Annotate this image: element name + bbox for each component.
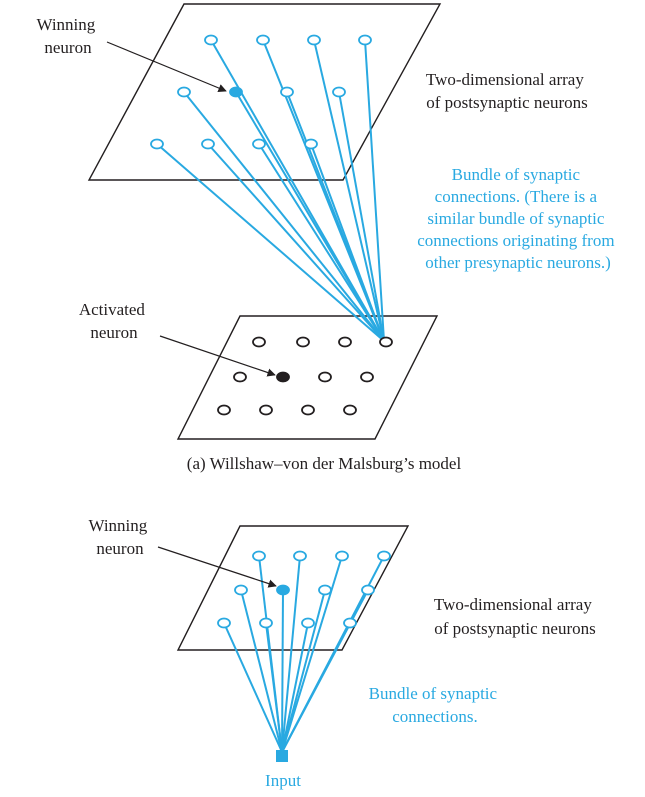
postsynaptic-neurons-a	[150, 34, 372, 150]
presynaptic-neurons-a	[217, 336, 393, 416]
synaptic-connection	[338, 91, 385, 342]
postsynaptic-neuron	[301, 617, 315, 629]
synaptic-connection	[240, 589, 283, 753]
postsynaptic-neurons-b	[217, 550, 391, 629]
postsynaptic-neuron	[377, 550, 391, 562]
synaptic-connection	[156, 143, 385, 342]
postsynaptic-array-label-b: Two-dimensional array of postsynaptic ne…	[434, 595, 596, 638]
winning-neuron-label-b: Winning neuron	[88, 516, 151, 558]
postsynaptic-neuron	[204, 34, 218, 46]
postsynaptic-neuron	[259, 617, 273, 629]
synaptic-connection	[313, 39, 385, 342]
postsynaptic-neuron	[335, 550, 349, 562]
postsynaptic-neuron	[307, 34, 321, 46]
synaptic-connection	[265, 622, 283, 753]
synaptic-connection	[310, 143, 385, 342]
postsynaptic-neuron	[252, 138, 266, 150]
presynaptic-neuron	[301, 404, 315, 416]
synaptic-bundle-a	[156, 39, 385, 342]
synaptic-connection	[258, 143, 385, 342]
postsynaptic-neuron	[343, 617, 357, 629]
presynaptic-neuron	[233, 371, 247, 383]
synaptic-connection	[183, 91, 385, 342]
postsynaptic-neuron	[280, 86, 294, 98]
synaptic-connection	[364, 39, 385, 342]
synaptic-connection	[281, 555, 343, 753]
presynaptic-neuron	[217, 404, 231, 416]
postsynaptic-neuron	[252, 550, 266, 562]
diagram-b: Winning neuron Two-dimensional array of …	[88, 516, 596, 790]
presynaptic-neuron	[338, 336, 352, 348]
postsynaptic-neuron	[177, 86, 191, 98]
postsynaptic-neuron	[234, 584, 248, 596]
synaptic-connection	[281, 589, 284, 753]
postsynaptic-neuron	[361, 584, 375, 596]
synaptic-bundle-b	[223, 555, 385, 753]
synaptic-connection	[281, 589, 326, 753]
bundle-label-b: Bundle of synaptic connections.	[369, 684, 502, 726]
postsynaptic-neuron	[358, 34, 372, 46]
caption-a: (a) Willshaw–von der Malsburg’s model	[187, 454, 462, 473]
winning-neuron-arrow-a	[106, 41, 227, 93]
input-label: Input	[265, 771, 301, 790]
presynaptic-neuron	[252, 336, 266, 348]
postsynaptic-neuron	[332, 86, 346, 98]
postsynaptic-plane-a	[87, 3, 442, 181]
synaptic-connection	[281, 622, 351, 753]
synaptic-connection	[281, 555, 301, 753]
diagram-a: Winning neuron Two-dimensional array of …	[36, 3, 619, 473]
presynaptic-neuron	[379, 336, 393, 348]
presynaptic-neuron	[343, 404, 357, 416]
winning-neuron	[229, 86, 243, 98]
postsynaptic-plane-b	[176, 525, 410, 651]
postsynaptic-neuron	[217, 617, 231, 629]
postsynaptic-neuron	[304, 138, 318, 150]
synaptic-connection	[281, 622, 309, 753]
winning-neuron	[276, 584, 290, 596]
postsynaptic-neuron	[150, 138, 164, 150]
presynaptic-plane-a	[176, 315, 439, 440]
postsynaptic-neuron	[256, 34, 270, 46]
activated-neuron-label: Activated neuron	[79, 300, 149, 342]
presynaptic-neuron	[318, 371, 332, 383]
presynaptic-neuron	[360, 371, 374, 383]
bundle-label-a: Bundle of synaptic connections. (There i…	[417, 165, 619, 272]
synaptic-connection	[223, 622, 283, 753]
presynaptic-neuron	[259, 404, 273, 416]
postsynaptic-neuron	[293, 550, 307, 562]
postsynaptic-neuron	[318, 584, 332, 596]
winning-neuron-label-a: Winning neuron	[36, 15, 99, 57]
winning-neuron-arrow-b	[157, 546, 277, 588]
presynaptic-neuron	[296, 336, 310, 348]
postsynaptic-array-label-a: Two-dimensional array of postsynaptic ne…	[426, 70, 588, 112]
input-node	[276, 750, 288, 762]
activated-neuron-arrow	[159, 335, 276, 377]
postsynaptic-neuron	[201, 138, 215, 150]
synaptic-connection	[207, 143, 385, 342]
synaptic-connection	[235, 91, 385, 342]
activated-neuron	[276, 371, 290, 383]
